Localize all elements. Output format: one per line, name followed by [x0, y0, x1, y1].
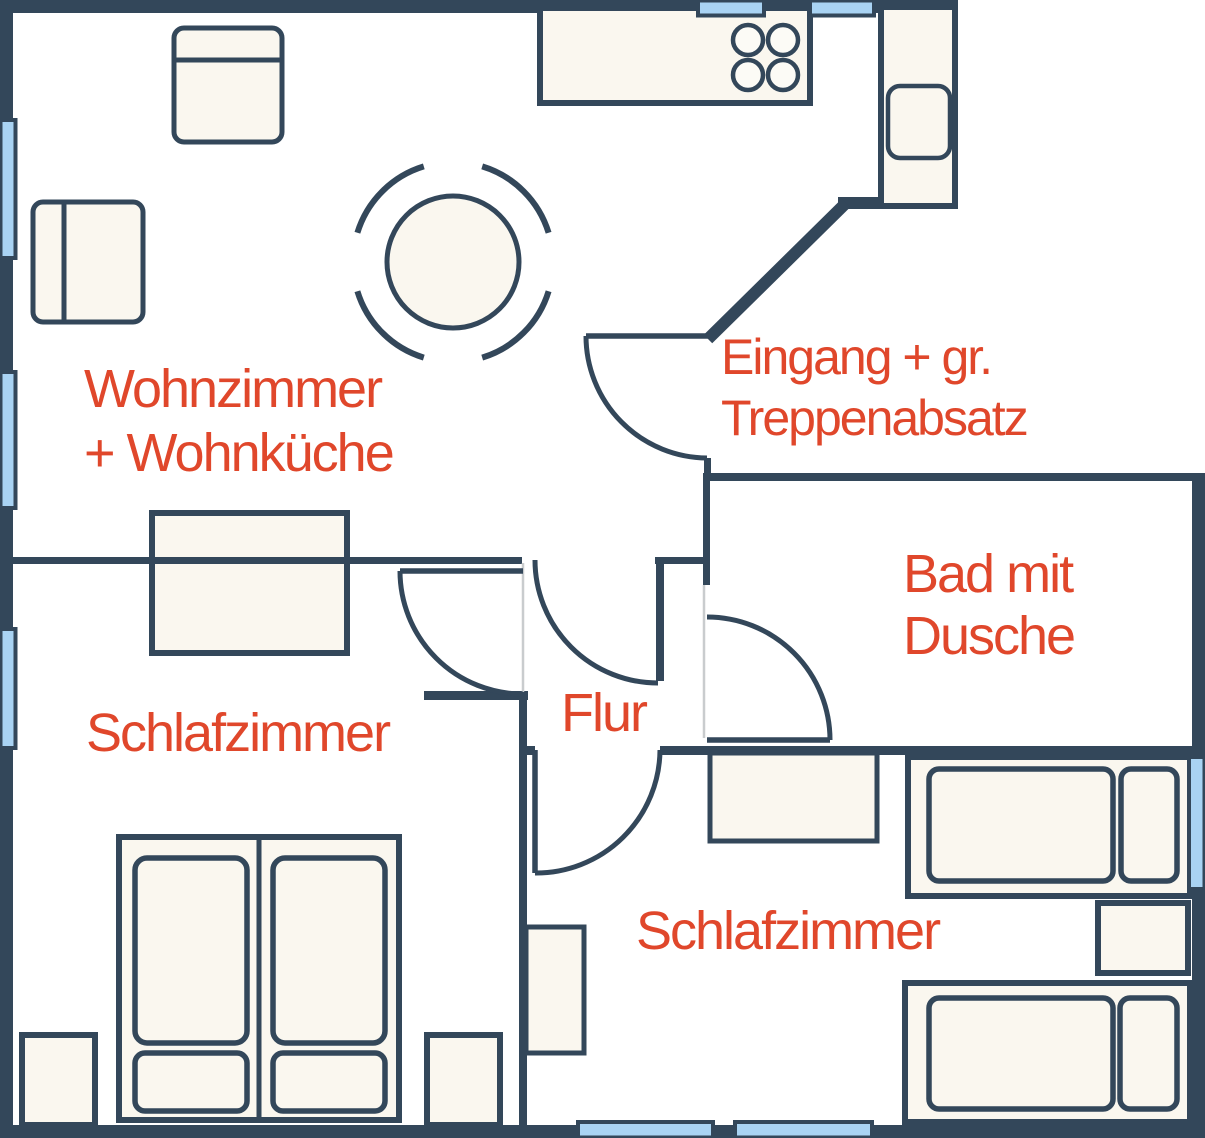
label-entrance: Eingang + gr. Treppenabsatz: [721, 327, 1029, 449]
window-top-1: [696, 0, 766, 18]
chair-arc-bottom-right: [481, 290, 552, 361]
chair-arc-bottom-left: [354, 290, 425, 361]
wall-flur-right: [656, 560, 664, 681]
pillow-left: [132, 1050, 250, 1114]
wall-livingroom-bath: [655, 557, 710, 564]
label-living-room-line1: Wohnzimmer: [84, 359, 383, 419]
mattress-right: [270, 855, 388, 1046]
label-bedroom-left: Schlafzimmer: [86, 703, 391, 763]
label-bathroom: Bad mit Dusche: [903, 543, 1076, 667]
label-entrance-line1: Eingang + gr.: [721, 329, 993, 385]
bed-1-pillow: [1118, 766, 1180, 884]
wall-flur-bottom-stub: [519, 746, 535, 755]
label-living-room: Wohnzimmer + Wohnküche: [84, 357, 395, 485]
stove-burner-2: [765, 22, 801, 58]
mattress-left: [132, 855, 250, 1046]
armchair: [171, 25, 285, 145]
bed-1-mattress: [926, 766, 1116, 884]
chair-arc-top-right: [481, 163, 552, 234]
nightstand-left: [19, 1032, 98, 1128]
wall-bath-left: [703, 481, 710, 585]
dining-table: [384, 193, 522, 331]
kitchen-counter: [537, 5, 813, 106]
label-living-room-line2: + Wohnküche: [84, 423, 395, 483]
bed-2-mattress: [926, 995, 1116, 1112]
window-left-2: [0, 370, 18, 510]
label-entrance-line2: Treppenabsatz: [721, 390, 1029, 446]
window-bottom-1: [576, 1120, 715, 1138]
bathroom-door-swing: [706, 614, 833, 741]
stove-burner-1: [730, 22, 766, 58]
wall-diagonal: [703, 198, 851, 344]
sideboard: [149, 510, 350, 656]
window-right-1: [1187, 755, 1205, 891]
label-bathroom-line1: Bad mit: [903, 544, 1074, 604]
label-bathroom-line2: Dusche: [903, 606, 1076, 666]
label-hallway: Flur: [561, 683, 648, 743]
kitchen-sink: [885, 83, 953, 161]
wall-bedrooms-divider: [519, 696, 527, 1125]
window-top-2: [808, 0, 876, 18]
wall-bath-top: [703, 473, 1192, 481]
wall-livingroom-bedroom: [13, 557, 522, 564]
wall-bedroom-stub: [424, 691, 528, 700]
wardrobe-top: [707, 750, 880, 844]
living-room-furniture: [30, 4, 958, 361]
wall-bath-bedroom-divider: [660, 746, 1192, 755]
sofa: [30, 199, 146, 325]
window-left-1: [0, 118, 18, 260]
bedroom-left-door-swing: [397, 570, 524, 697]
wardrobe-side: [523, 924, 587, 1056]
chair-arc-top-left: [354, 163, 425, 234]
bedroom-right-furniture: [523, 750, 1193, 1125]
nightstand: [1095, 900, 1191, 976]
doors: [397, 333, 833, 876]
entry-door-swing: [583, 335, 708, 461]
livingroom-hall-door-swing: [532, 559, 659, 686]
stove-burner-3: [730, 57, 766, 93]
wall-entry-below-door: [704, 458, 711, 481]
bedroom-right-door-swing: [534, 749, 663, 876]
bed-2-pillow: [1117, 995, 1180, 1112]
stove-burner-4: [765, 57, 801, 93]
nightstand-right: [424, 1032, 503, 1128]
pillow-right: [270, 1050, 388, 1114]
wall-left: [0, 0, 13, 1138]
label-bedroom-right: Schlafzimmer: [636, 901, 941, 961]
bedroom-left-furniture: [19, 834, 503, 1128]
window-left-3: [0, 627, 18, 750]
window-bottom-2: [733, 1120, 874, 1138]
